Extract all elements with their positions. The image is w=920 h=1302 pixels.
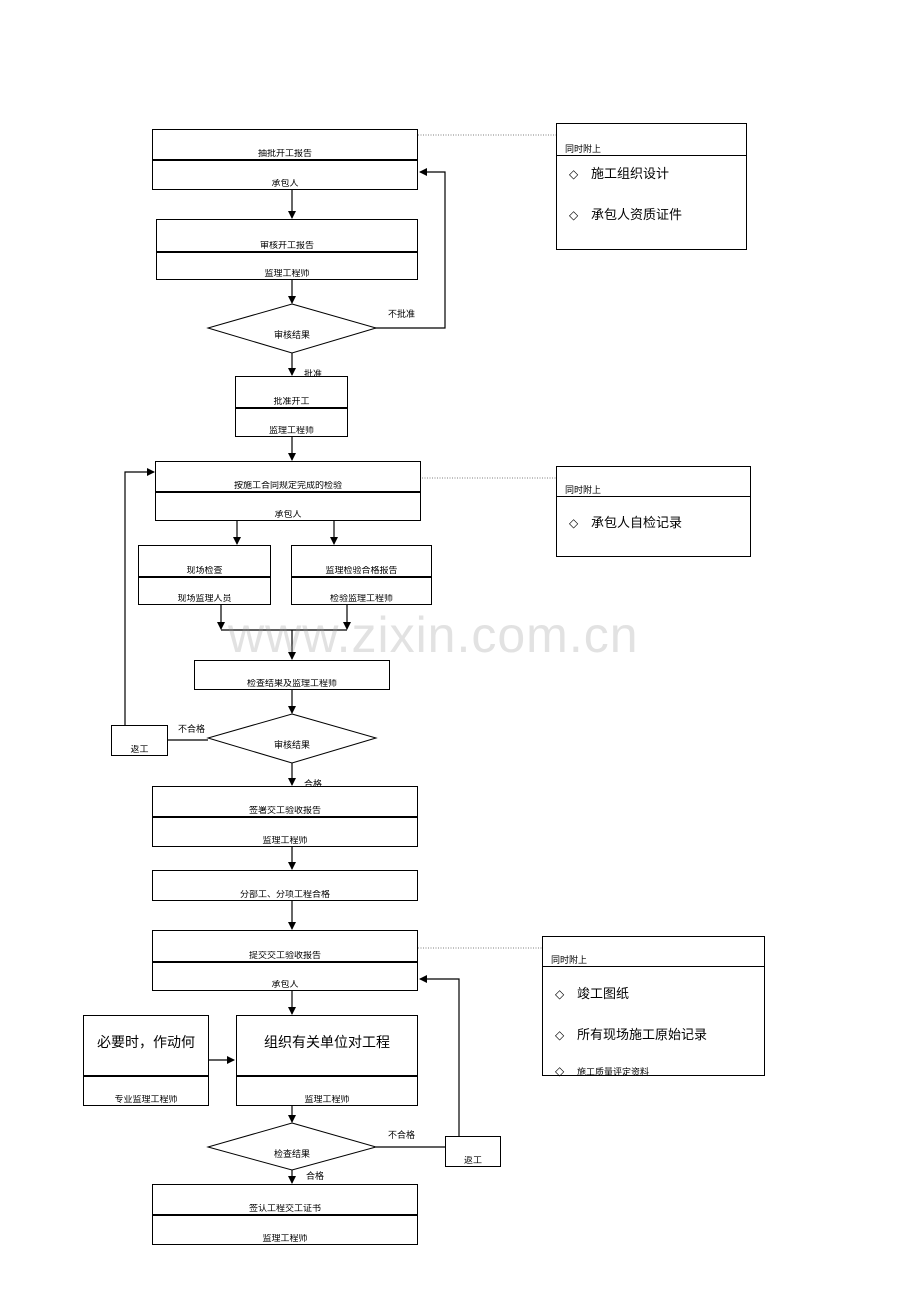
diamond-bullet-icon: ◇ xyxy=(555,1064,565,1078)
node-bottom-label: 承包人 xyxy=(271,980,299,990)
node-organize-units: 组织有关单位对工程 监理工程师 xyxy=(236,1015,418,1106)
decision-2-no-label: 不合格 xyxy=(178,725,206,735)
node-qualified-report: 监理检验合格报告 检验监理工程师 xyxy=(291,545,432,605)
node-check-results: 检查结果及监理工程师 xyxy=(194,660,390,690)
loop-rework-2 xyxy=(419,975,460,1136)
decision-diamond-3 xyxy=(206,1122,378,1171)
attachments-title: 同时附上 xyxy=(551,956,588,966)
node-bottom-label: 专业监理工程师 xyxy=(114,1095,178,1105)
node-bottom-label: 监理工程师 xyxy=(268,426,314,436)
node-top-label: 批准开工 xyxy=(273,397,310,407)
decision-3-yes-label: 合格 xyxy=(306,1172,325,1182)
node-top-label: 抽批开工报告 xyxy=(257,149,312,159)
decision-1-yes-label: 批准 xyxy=(304,370,323,380)
node-top-label: 提交交工验收报告 xyxy=(248,951,321,961)
node-approve-start: 批准开工 监理工程师 xyxy=(235,376,348,437)
attachment-item: ◇ 施工组织设计 xyxy=(569,166,669,183)
decision-1-text: 审核结果 xyxy=(273,331,310,341)
node-label: 分部工、分项工程合格 xyxy=(239,890,330,900)
watermark: www.zixin.com.cn xyxy=(228,607,639,663)
node-top-label: 审核开工报告 xyxy=(259,241,314,251)
diamond-bullet-icon: ◇ xyxy=(569,208,579,222)
diamond-bullet-icon: ◇ xyxy=(569,167,579,181)
node-top-label: 现场检查 xyxy=(186,566,223,576)
decision-2-text: 审核结果 xyxy=(273,741,310,751)
node-bottom-label: 监理工程师 xyxy=(304,1095,350,1105)
attachment-item-label: 承包人资质证件 xyxy=(591,208,683,223)
node-bottom-label: 监理工程师 xyxy=(262,1234,308,1244)
node-rework-2: 返工 xyxy=(445,1136,501,1167)
node-label: 返工 xyxy=(130,745,149,755)
node-sign-acceptance: 签署交工验收报告 监理工程师 xyxy=(152,786,418,847)
attachment-item-label: 竣工图纸 xyxy=(577,987,630,1002)
decision-3-no-label: 不合格 xyxy=(388,1131,416,1141)
node-top-label: 签署交工验收报告 xyxy=(248,806,321,816)
attachment-item-label: 承包人自检记录 xyxy=(591,516,683,531)
attachments-box-3: 同时附上 ◇ 竣工图纸 ◇ 所有现场施工原始记录 ◇ 施工质量评定资料 xyxy=(542,936,765,1078)
attachment-item: ◇ 施工质量评定资料 xyxy=(555,1064,650,1078)
attachment-item: ◇ 所有现场施工原始记录 xyxy=(555,1027,707,1044)
decision-2-yes-label: 合格 xyxy=(304,780,323,790)
attachment-item: ◇ 竣工图纸 xyxy=(555,986,629,1003)
node-subproject-pass: 分部工、分项工程合格 xyxy=(152,870,418,901)
node-label: 返工 xyxy=(463,1156,482,1166)
node-sign-certificate: 签认工程交工证书 监理工程师 xyxy=(152,1184,418,1245)
node-label: 检查结果及监理工程师 xyxy=(246,679,337,689)
attachments-title: 同时附上 xyxy=(565,486,602,496)
node-bottom-label: 监理工程师 xyxy=(262,836,308,846)
attachments-box-2: 同时附上 ◇ 承包人自检记录 xyxy=(556,466,751,557)
node-top-label: 签认工程交工证书 xyxy=(248,1204,321,1214)
node-bottom-label: 监理工程师 xyxy=(264,269,310,279)
diamond-bullet-icon: ◇ xyxy=(555,987,565,1001)
node-bottom-label: 检验监理工程师 xyxy=(329,594,393,604)
attachments-title: 同时附上 xyxy=(565,145,602,155)
node-top-label: 按施工合同规定完成的检验 xyxy=(233,481,342,491)
node-bottom-label: 承包人 xyxy=(271,179,299,189)
decision-1-no-label: 不批准 xyxy=(388,310,416,320)
node-review-start-report: 审核开工报告 监理工程师 xyxy=(156,219,418,280)
node-site-check: 现场检查 现场监理人员 xyxy=(138,545,271,605)
node-submit-start-report: 抽批开工报告 承包人 xyxy=(152,129,418,190)
decision-diamond-1 xyxy=(206,303,378,354)
attachment-item-label: 施工组织设计 xyxy=(591,167,670,182)
loop-rework-1 xyxy=(124,468,155,725)
attachment-item: ◇ 承包人资质证件 xyxy=(569,207,682,224)
diamond-bullet-icon: ◇ xyxy=(569,516,579,530)
attachment-item: ◇ 承包人自检记录 xyxy=(569,515,682,532)
attachment-item-label: 施工质量评定资料 xyxy=(577,1068,650,1078)
attachments-box-1: 同时附上 ◇ 施工组织设计 ◇ 承包人资质证件 xyxy=(556,123,747,250)
diamond-bullet-icon: ◇ xyxy=(555,1028,565,1042)
node-submit-acceptance: 提交交工验收报告 承包人 xyxy=(152,930,418,991)
node-bottom-label: 现场监理人员 xyxy=(177,594,232,604)
node-top-label: 监理检验合格报告 xyxy=(325,566,398,576)
node-main-label: 组织有关单位对工程 xyxy=(264,1035,390,1051)
decision-diamond-2 xyxy=(206,713,378,764)
decision-3-text: 检查结果 xyxy=(273,1150,310,1160)
node-rework-1: 返工 xyxy=(111,725,168,756)
node-optional-inspection: 必要时，作动何 专业监理工程师 xyxy=(83,1015,209,1106)
loop-reject-1 xyxy=(375,168,446,329)
node-contract-inspection: 按施工合同规定完成的检验 承包人 xyxy=(155,461,421,521)
node-bottom-label: 承包人 xyxy=(274,510,302,520)
attachment-item-label: 所有现场施工原始记录 xyxy=(577,1028,708,1043)
node-main-label: 必要时，作动何 xyxy=(97,1035,195,1051)
